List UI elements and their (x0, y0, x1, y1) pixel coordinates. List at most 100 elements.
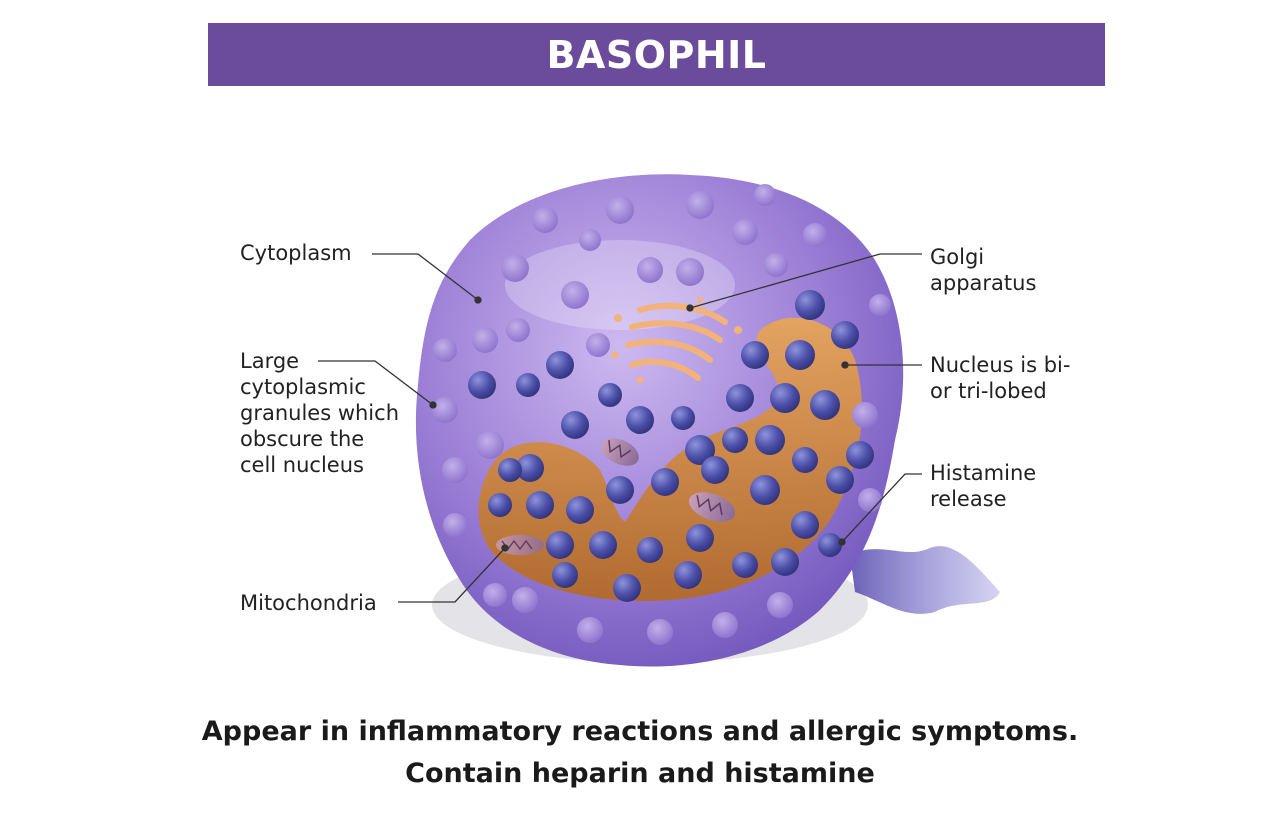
granule (791, 511, 819, 539)
label-nucleus: Nucleus is bi- or tri-lobed (930, 352, 1070, 404)
label-golgi-line: Golgi (930, 245, 985, 269)
label-cytoplasm-text: Cytoplasm (240, 241, 352, 265)
granule (488, 493, 512, 517)
granule (741, 341, 769, 369)
granule (750, 475, 780, 505)
granule (586, 333, 610, 357)
granule (858, 488, 882, 512)
granule (552, 562, 578, 588)
granule (651, 468, 679, 496)
granule (771, 548, 799, 576)
leader-lines (318, 253, 922, 603)
leader-granules (318, 360, 434, 406)
granule (476, 431, 504, 459)
nucleus (478, 317, 862, 601)
granule (516, 373, 540, 397)
granule (846, 441, 874, 469)
granule (606, 476, 634, 504)
granule (701, 456, 729, 484)
leader-dot-granules (429, 401, 437, 409)
label-cytoplasm: Cytoplasm (240, 240, 352, 266)
histamine-release-cloud (850, 546, 1000, 614)
granule (546, 531, 574, 559)
granule (606, 196, 634, 224)
granule (803, 223, 827, 247)
granule (795, 290, 825, 320)
granules (432, 184, 891, 645)
granule (566, 496, 594, 524)
granule (818, 533, 842, 557)
granule (755, 425, 785, 455)
granule (589, 531, 617, 559)
caption-line-1: Appear in inflammatory reactions and all… (201, 716, 1079, 747)
label-granules-line: cell nucleus (240, 453, 364, 477)
granule (561, 281, 589, 309)
granule (767, 592, 793, 618)
title-banner: BASOPHIL (208, 23, 1105, 86)
leader-dot-nucleus (841, 361, 849, 369)
granule (472, 327, 498, 353)
granule (732, 552, 758, 578)
granule (676, 258, 704, 286)
golgi-apparatus (611, 297, 742, 384)
granule (442, 457, 468, 483)
granule (726, 384, 754, 412)
granule (532, 207, 558, 233)
granule (443, 513, 467, 537)
leader-mitochondria (398, 547, 506, 603)
label-granules-line: Large (240, 349, 300, 373)
label-golgi: Golgi apparatus (930, 244, 1036, 296)
leader-golgi (689, 253, 922, 309)
granule (561, 411, 589, 439)
granule (852, 402, 878, 428)
granule (579, 229, 601, 251)
label-mitochondria: Mitochondria (240, 590, 377, 616)
granule (516, 454, 544, 482)
label-nucleus-line: or tri-lobed (930, 379, 1047, 403)
granule (506, 318, 530, 342)
granule (674, 561, 702, 589)
granule (785, 340, 815, 370)
caption-line-2: Contain heparin and histamine (405, 758, 875, 789)
label-mitochondria-text: Mitochondria (240, 591, 377, 615)
granule (792, 447, 818, 473)
granule (770, 383, 800, 413)
label-histamine-line: Histamine (930, 461, 1037, 485)
granule (512, 587, 538, 613)
granule (433, 338, 457, 362)
leader-dot-golgi (686, 304, 694, 312)
granule (764, 253, 788, 277)
granule (685, 435, 715, 465)
granule (686, 524, 714, 552)
label-granules-line: obscure the (240, 427, 365, 451)
granule (468, 371, 496, 399)
granule (577, 617, 603, 643)
leader-histamine (841, 473, 922, 543)
label-granules-line: cytoplasmic (240, 375, 366, 399)
granule (432, 397, 458, 423)
granule (526, 491, 554, 519)
label-histamine-line: release (930, 487, 1007, 511)
granule (732, 219, 758, 245)
granule (626, 406, 654, 434)
granule (869, 294, 891, 316)
granule (722, 427, 748, 453)
granule (671, 406, 695, 430)
leader-cytoplasm (372, 253, 479, 301)
granule (826, 466, 854, 494)
granule (686, 191, 714, 219)
granule (498, 458, 522, 482)
leader-dot-mitochondria (501, 544, 509, 552)
granule (483, 583, 507, 607)
label-granules-line: granules which (240, 401, 399, 425)
granule (613, 574, 641, 602)
label-histamine: Histamine release (930, 460, 1036, 512)
granule (501, 254, 529, 282)
granule (546, 351, 574, 379)
granule (647, 619, 673, 645)
label-nucleus-line: Nucleus is bi- (930, 353, 1071, 377)
granule (637, 257, 663, 283)
label-golgi-line: apparatus (930, 271, 1037, 295)
granule (598, 383, 622, 407)
